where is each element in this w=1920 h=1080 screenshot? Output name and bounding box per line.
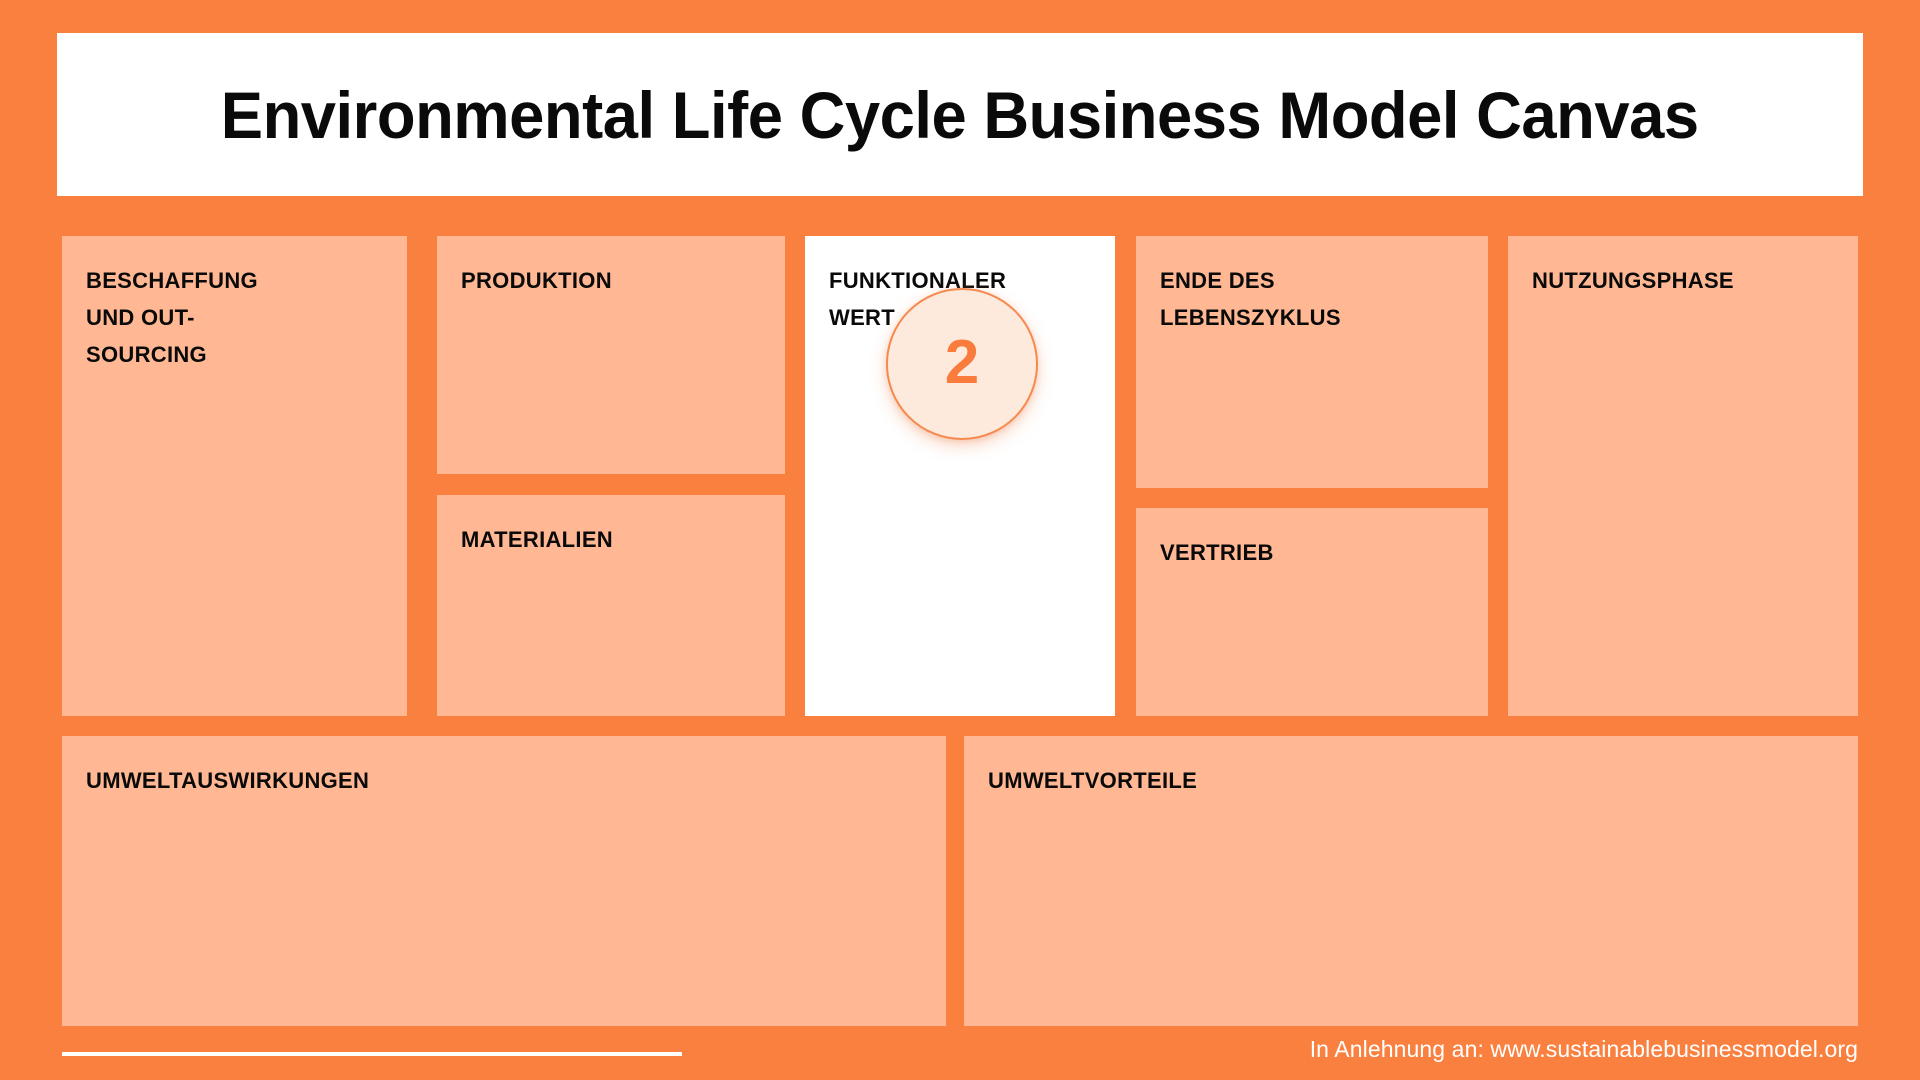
card-label: Vertrieb (1160, 540, 1274, 565)
page-title: Environmental Life Cycle Business Model … (221, 77, 1699, 152)
card-nutzungsphase[interactable]: Nutzungsphase (1508, 236, 1858, 716)
badge-number: 2 (944, 328, 980, 397)
footer-divider (62, 1052, 682, 1056)
card-umweltauswirkungen[interactable]: Umweltauswirkungen (62, 736, 946, 1026)
card-beschaffung-und-outsourcing[interactable]: Beschaffung und Out- sourcing (62, 236, 407, 716)
card-label: Produktion (461, 268, 612, 293)
card-label: Ende des Lebenszyklus (1160, 268, 1341, 330)
card-materialien[interactable]: Materialien (437, 495, 785, 716)
card-label: Materialien (461, 527, 613, 552)
badge-circle-icon: 2 (886, 288, 1038, 440)
card-label: Umweltauswirkungen (86, 768, 370, 793)
card-label: Beschaffung und Out- sourcing (86, 268, 258, 367)
step-badge: 2 (886, 288, 1038, 440)
footer-credit: In Anlehnung an: www.sustainablebusiness… (1309, 1036, 1858, 1062)
card-umweltvorteile[interactable]: Umweltvorteile (964, 736, 1858, 1026)
card-ende-des-lebenszyklus[interactable]: Ende des Lebenszyklus (1136, 236, 1488, 488)
card-label: Nutzungsphase (1532, 268, 1734, 293)
card-label: Umweltvorteile (988, 768, 1198, 793)
card-vertrieb[interactable]: Vertrieb (1136, 508, 1488, 716)
card-produktion[interactable]: Produktion (437, 236, 785, 474)
title-banner: Environmental Life Cycle Business Model … (57, 33, 1863, 196)
